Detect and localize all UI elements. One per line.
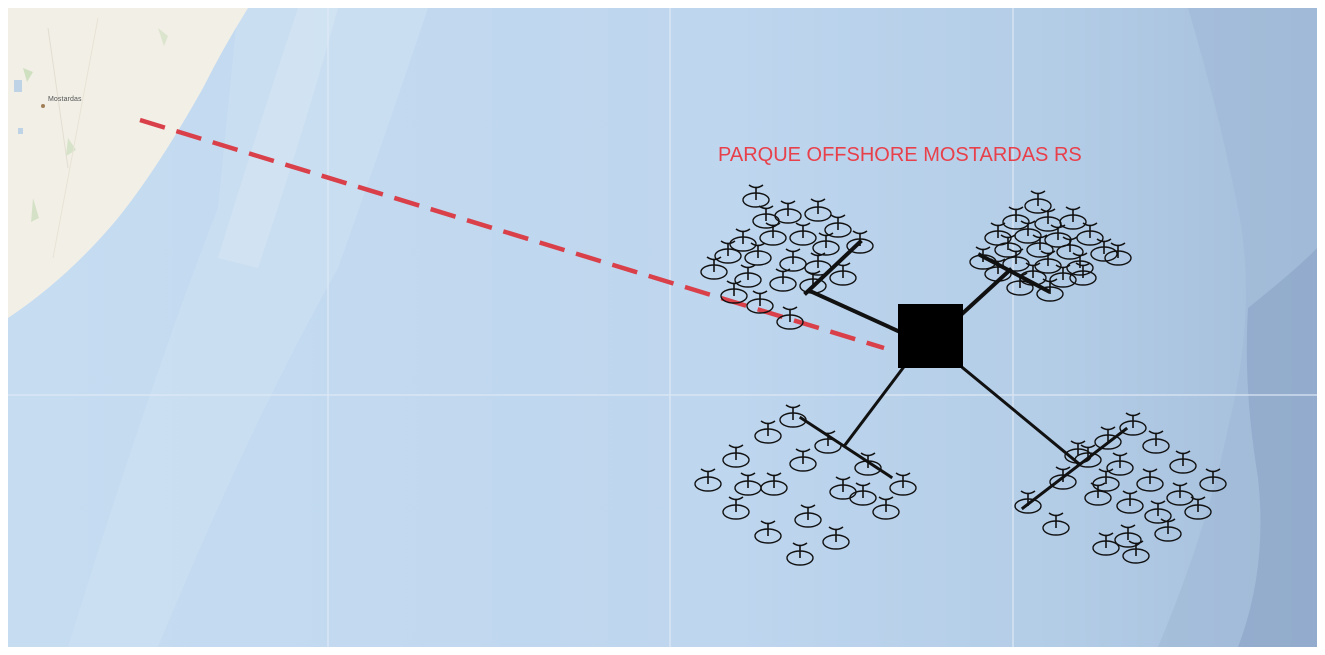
feeder-cables-south xyxy=(798,365,1129,511)
graticule xyxy=(8,8,1317,647)
park-title: PARQUE OFFSHORE MOSTARDAS RS xyxy=(718,144,1082,166)
shoal-band xyxy=(218,8,338,268)
deep-trench xyxy=(1238,248,1317,647)
offshore-substation xyxy=(898,304,963,368)
map-view[interactable]: Mostardas PARQUE OFFSHORE MOSTARDAS RS xyxy=(8,8,1317,647)
map-canvas xyxy=(8,8,1317,647)
town-label: Mostardas xyxy=(48,96,82,103)
land-area xyxy=(8,8,248,318)
export-cable-line xyxy=(139,117,885,351)
coastal-shelf xyxy=(68,8,428,647)
land-details xyxy=(14,17,168,259)
town-marker xyxy=(41,104,45,108)
